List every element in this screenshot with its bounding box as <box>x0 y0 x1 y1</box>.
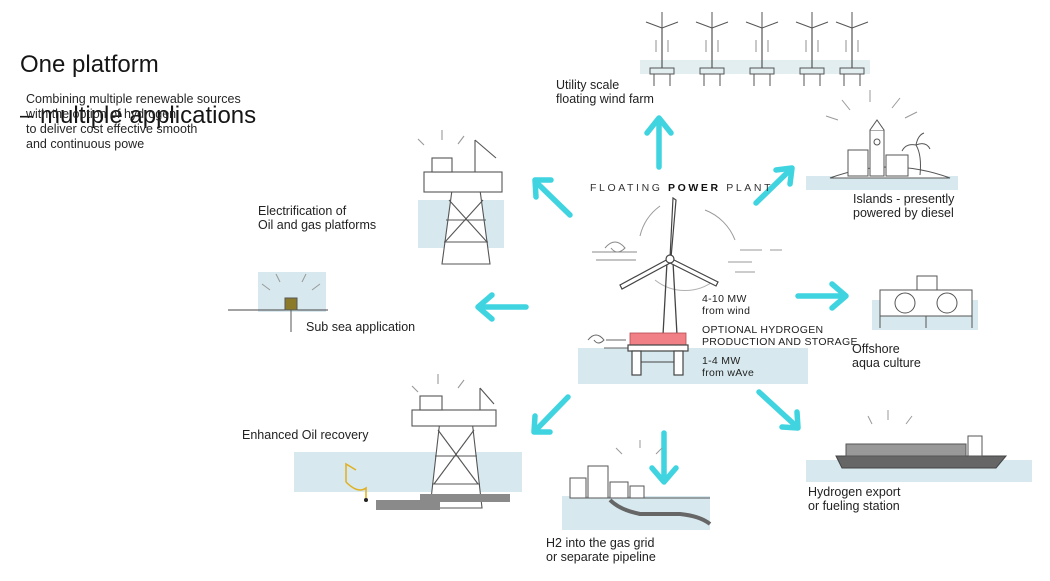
eor-label: Enhanced Oil recovery <box>242 428 369 442</box>
title-line-1: One platform <box>20 51 159 79</box>
arrow-up-left <box>532 177 573 218</box>
aquaculture-illustration <box>872 275 978 330</box>
gas-grid-illustration <box>562 440 712 530</box>
arrow-up <box>644 115 674 170</box>
floating-power-plant-title: FLOATING POWER PLANT <box>590 182 773 194</box>
intro-text: Combining multiple renewable sources wit… <box>26 92 241 151</box>
arrow-up-right <box>753 165 795 206</box>
wave-output-label: 1-4 MW from wAve <box>702 355 755 380</box>
oil-gas-label: Electrification of Oil and gas platforms <box>258 204 377 233</box>
wind-output-label: 4-10 MW from wind <box>702 293 751 318</box>
title-line-2: – multiple applications <box>20 101 257 129</box>
fpp-prefix: FLOATING <box>590 182 669 194</box>
islands-label: Islands - presently powered by diesel <box>853 192 955 221</box>
island-illustration <box>806 90 958 190</box>
hydrogen-export-label: Hydrogen export or fueling station <box>808 485 901 514</box>
oil-gas-platform-illustration <box>417 130 504 265</box>
subsea-illustration <box>228 272 328 332</box>
turbine-rotor-icon <box>619 196 719 290</box>
hydrogen-module <box>629 332 687 346</box>
subsea-label: Sub sea application <box>306 320 416 334</box>
hydrogen-export-illustration <box>806 410 1032 482</box>
arrows <box>475 115 849 485</box>
wind-farm-label: Utility scale floating wind farm <box>556 78 654 107</box>
aquaculture-label: Offshore aqua culture <box>852 342 921 371</box>
enhanced-oil-recovery-illustration <box>294 374 522 510</box>
arrow-down-right <box>756 389 801 431</box>
hydrogen-storage-label: OPTIONAL HYDROGEN PRODUCTION AND STORAGE <box>702 324 858 349</box>
wave-swirl-icon <box>587 334 628 349</box>
floating-power-plant <box>578 196 808 384</box>
arrow-right <box>795 281 849 311</box>
wind-swirl-icon <box>592 241 637 261</box>
wind-farm-illustration <box>640 11 870 87</box>
page-title: One platform – multiple applications <box>20 27 256 153</box>
arrow-left <box>475 292 529 322</box>
gas-grid-label: H2 into the gas grid or separate pipelin… <box>546 536 656 565</box>
fpp-suffix: PLANT <box>720 182 774 194</box>
center-water <box>578 348 808 384</box>
arrow-down <box>649 430 679 485</box>
fpp-bold: POWER <box>668 182 721 194</box>
arrow-down-left <box>531 394 571 435</box>
